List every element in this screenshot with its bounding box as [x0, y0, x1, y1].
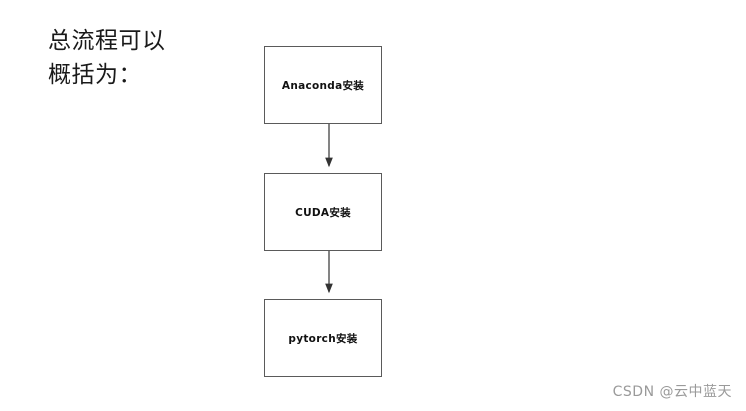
node-anaconda: Anaconda安装 [264, 46, 382, 124]
node-cuda: CUDA安装 [264, 173, 382, 251]
watermark: CSDN @云中蓝天 [612, 384, 732, 400]
node-pytorch: pytorch安装 [264, 299, 382, 377]
page-title: 总流程可以 概括为： [48, 28, 166, 88]
